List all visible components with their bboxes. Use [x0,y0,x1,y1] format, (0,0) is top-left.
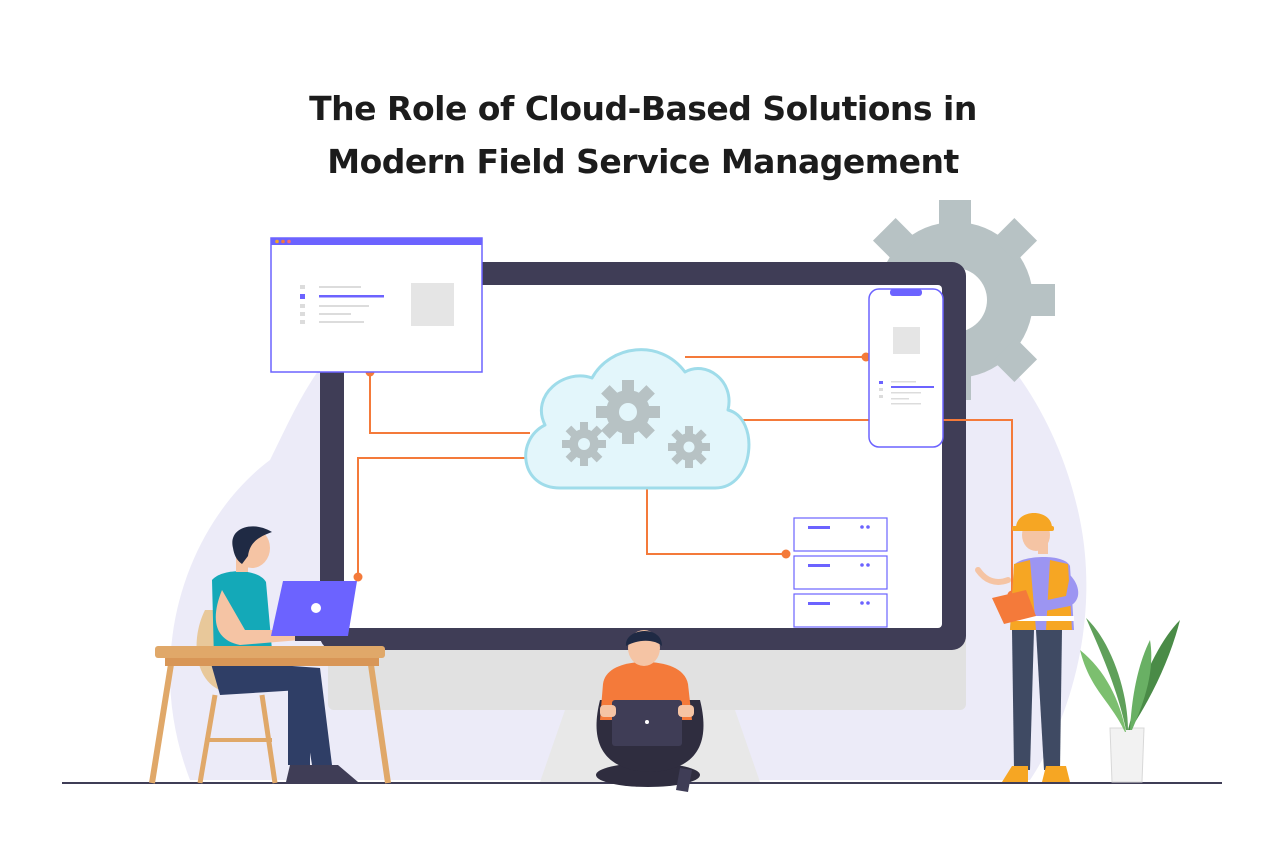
gear-icon [596,380,660,444]
gear-icon [668,426,710,468]
server-rack [793,517,888,628]
page-title: The Role of Cloud-Based Solutions in Mod… [0,82,1286,188]
gear-icon [562,422,606,466]
connector-lines [357,356,1013,595]
clipboard [992,590,1036,624]
plant [1080,618,1180,783]
field-worker [975,513,1079,782]
person-sitting [596,630,704,792]
title-line-2: Modern Field Service Management [327,142,959,181]
cloud-icon [524,348,751,490]
laptop [612,700,682,746]
smartphone [868,288,944,448]
person-at-desk [149,526,391,784]
browser-window [270,237,483,373]
title-line-1: The Role of Cloud-Based Solutions in [309,89,977,128]
laptop [271,581,383,641]
